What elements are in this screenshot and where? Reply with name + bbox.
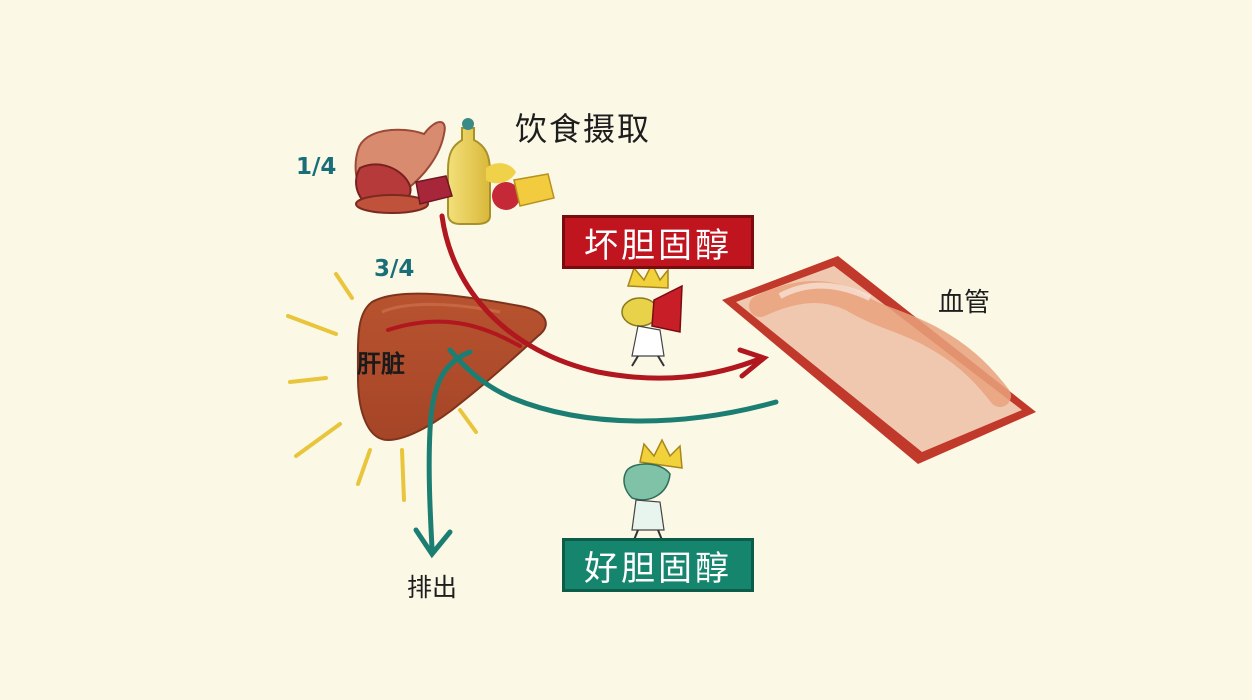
glow-ray (356, 448, 372, 486)
bad-cholesterol-character (621, 262, 683, 367)
good-cholesterol-character (623, 438, 683, 541)
vessel-highlight (778, 282, 872, 301)
glow-ray (294, 422, 342, 458)
vessel-flow-band (749, 281, 1011, 407)
arrow-liver-to-vessel (386, 319, 522, 348)
arrow-food-to-vessel (439, 213, 765, 381)
label-fraction-food: 1/4 (296, 154, 337, 180)
character-body (631, 325, 665, 357)
bad-cholesterol-tag: 坏胆固醇 (562, 215, 754, 269)
good-cholesterol-tag: 好胆固醇 (562, 538, 754, 592)
red-fruit-icon (492, 182, 520, 210)
yellow-item-icon (486, 163, 516, 184)
crown-icon (626, 262, 669, 289)
glow-ray (334, 272, 354, 300)
devil-cape-icon (651, 284, 683, 333)
glow-ray (288, 376, 328, 384)
liver-organ (356, 292, 547, 442)
cheese-icon (513, 173, 555, 207)
good-cholesterol-label: 好胆固醇 (584, 548, 732, 589)
bacon-icon (415, 175, 453, 205)
label-liver: 肝脏 (357, 350, 405, 378)
flow-arrows (386, 213, 779, 559)
glow-ray (286, 314, 338, 336)
arrow-liver-to-excrete (426, 349, 473, 551)
crown-icon (639, 438, 683, 469)
label-excrete: 排出 (407, 573, 458, 602)
character-leg (657, 355, 665, 367)
character-body (631, 499, 665, 531)
glow-ray (458, 408, 478, 434)
oil-bottle-icon (447, 127, 491, 225)
arrowhead-teal (413, 527, 453, 559)
label-blood-vessel: 血管 (938, 288, 991, 318)
bad-cholesterol-label: 坏胆固醇 (584, 225, 732, 266)
character-leg (631, 355, 639, 367)
bottle-cap-icon (462, 118, 474, 130)
label-dietary-intake: 饮食摄取 (515, 110, 652, 148)
glow-ray (400, 448, 406, 502)
sausage-icon (355, 194, 429, 214)
label-fraction-liver: 3/4 (374, 256, 415, 282)
blood-vessel (722, 256, 1036, 464)
food-illustration (354, 118, 555, 225)
vessel-interior (736, 266, 1022, 452)
arrowhead-red (737, 347, 770, 379)
character-head (623, 463, 671, 501)
arrow-vessel-to-liver (447, 347, 779, 424)
liver-glow-rays (286, 272, 478, 502)
